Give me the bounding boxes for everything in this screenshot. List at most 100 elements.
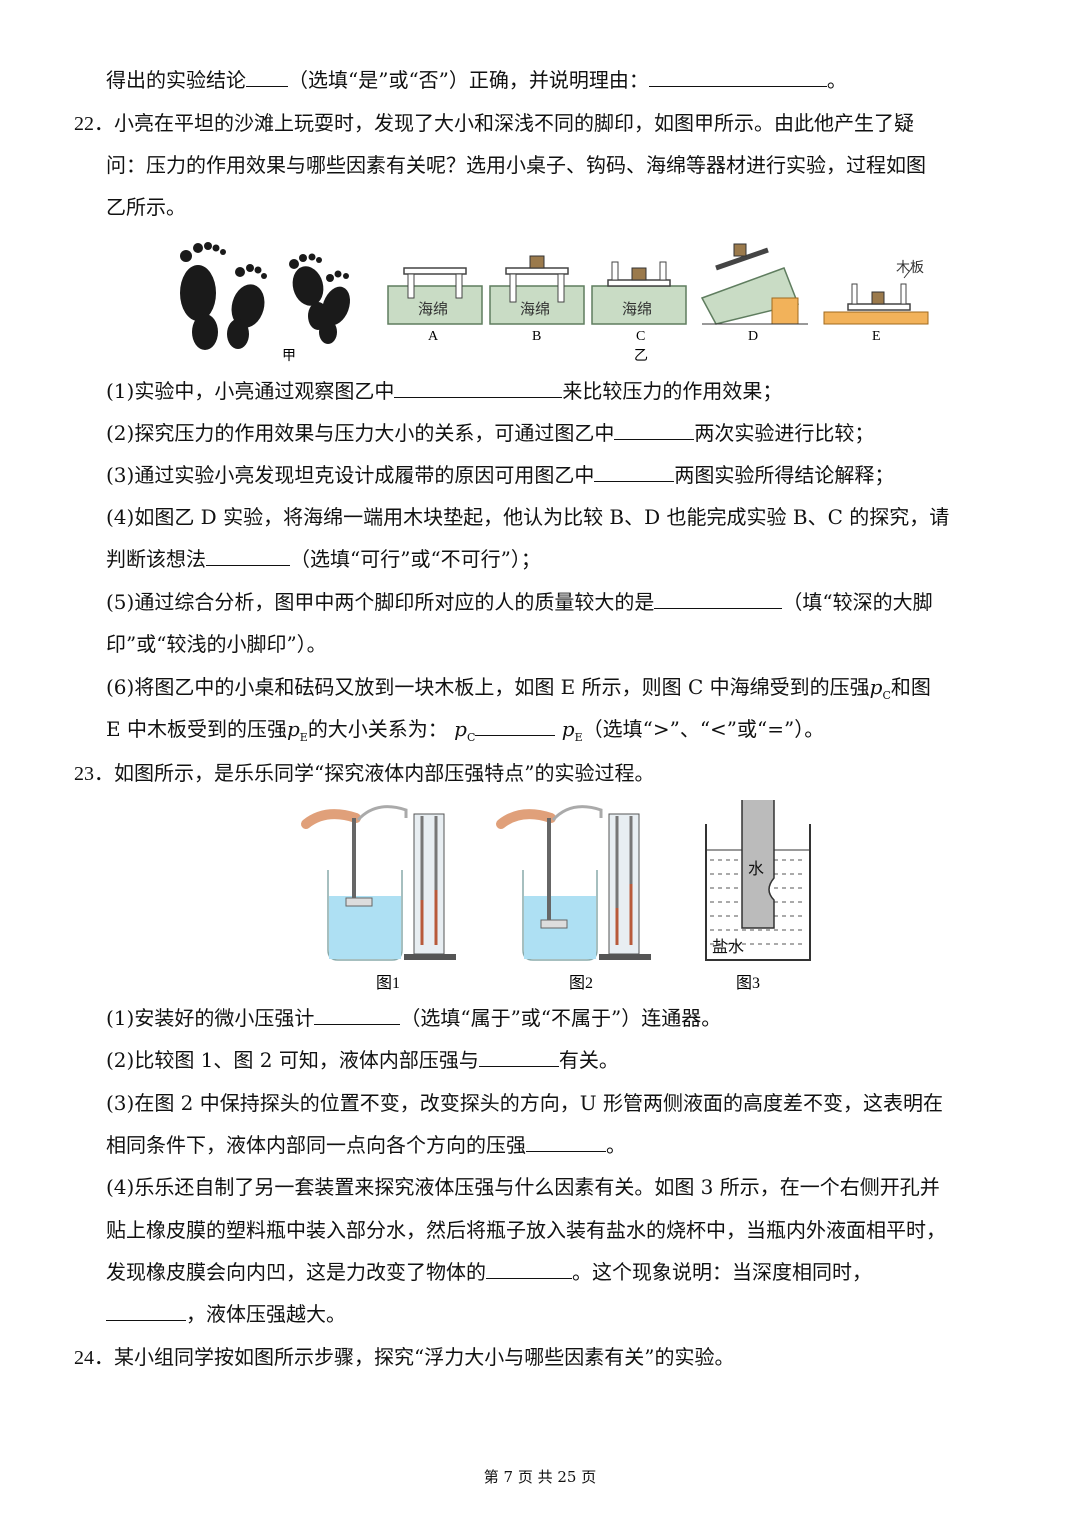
pressure-symbol: p	[454, 717, 467, 741]
q22-part5: (5)通过综合分析，图甲中两个脚印所对应的人的质量较大的是 （填“较深的大脚	[106, 588, 933, 616]
answer-blank[interactable]	[648, 68, 827, 87]
figure-23: 图1 图2 水 盐水 图3	[301, 800, 811, 992]
text: 小亮在平坦的沙滩上玩耍时，发现了大小和深浅不同的脚印，如图甲所示。由此他产生了疑	[114, 111, 914, 135]
text: (1)实验中，小亮通过观察图乙中	[106, 379, 395, 403]
apparatus-3: 水 盐水 图3	[705, 800, 811, 992]
q22-part4: (4)如图乙 D 实验，将海绵一端用木块垫起，他认为比较 B、D 也能完成实验 …	[106, 503, 949, 531]
pressure-symbol: p	[561, 717, 575, 741]
text: 判断该想法	[106, 547, 206, 571]
q23-line-1: 23．如图所示，是乐乐同学“探究液体内部压强特点”的实验过程。	[74, 759, 654, 788]
q23-part2: (2)比较图 1、图 2 可知，液体内部压强与 有关。	[106, 1046, 619, 1074]
text: 乙所示。	[106, 195, 186, 219]
apparatus-1: 图1	[301, 805, 456, 992]
text: 得出的实验结论	[106, 68, 246, 92]
apparatus-2: 图2	[496, 805, 651, 992]
text: (5)通过综合分析，图甲中两个脚印所对应的人的质量较大的是	[106, 590, 655, 614]
subscript: C	[882, 689, 891, 702]
text: （选填“可行”或“不可行”）；	[290, 547, 541, 571]
text: （选填“是”或“否”）正确，并说明理由：	[288, 68, 649, 92]
q23-part4-l4: ，液体压强越大。	[106, 1300, 346, 1328]
setup-d: D	[700, 243, 808, 344]
fig1-caption: 图1	[376, 975, 400, 992]
figure-22: 甲 海绵 A 海绵 B 海绵 C 乙 D	[180, 242, 929, 364]
q22-part3: (3)通过实验小亮发现坦克设计成履带的原因可用图乙中 两图实验所得结论解释；	[106, 461, 894, 489]
label-jia: 甲	[282, 349, 296, 364]
q22-part6: (6)将图乙中的小桌和砝码又放到一块木板上，如图 E 所示，则图 C 中海绵受到…	[106, 673, 931, 710]
answer-blank[interactable]	[106, 1302, 186, 1321]
text: 的大小关系为：	[307, 717, 448, 741]
footprints	[180, 242, 351, 350]
setup-c: 海绵 C 乙	[591, 261, 687, 364]
setup-a: 海绵 A	[387, 267, 483, 344]
q23-part3-cont: 相同条件下，液体内部同一点向各个方向的压强 。	[106, 1131, 626, 1159]
text: ，液体压强越大。	[186, 1302, 346, 1326]
fig3-caption: 图3	[736, 975, 760, 992]
text: （填“较深的大脚	[782, 590, 933, 614]
answer-blank[interactable]	[486, 1260, 572, 1279]
q24-line-1: 24．某小组同学按如图所示步骤，探究“浮力大小与哪些因素有关”的实验。	[74, 1343, 734, 1372]
page-footer: 第 7 页 共 25 页	[483, 1468, 597, 1486]
q22-line-2: 问：压力的作用效果与哪些因素有关呢？选用小桌子、钩码、海绵等器材进行实验，过程如…	[106, 151, 926, 179]
q22-part2: (2)探究压力的作用效果与压力大小的关系，可通过图乙中 两次实验进行比较；	[106, 419, 874, 447]
sponge-label: 海绵	[520, 300, 550, 318]
text: 两图实验所得结论解释；	[674, 463, 895, 487]
answer-blank[interactable]	[594, 463, 675, 482]
text: (3)通过实验小亮发现坦克设计成履带的原因可用图乙中	[106, 463, 595, 487]
text: 。这个现象说明：当深度相同时，	[572, 1260, 872, 1284]
text: 贴上橡皮膜的塑料瓶中装入部分水，然后将瓶子放入装有盐水的烧杯中，当瓶内外液面相平…	[106, 1218, 946, 1242]
text: (6)将图乙中的小桌和砝码又放到一块木板上，如图 E 所示，则图 C 中海绵受到…	[106, 675, 870, 699]
answer-blank[interactable]	[314, 1006, 401, 1025]
answer-blank[interactable]	[526, 1133, 606, 1152]
label-c: C	[636, 329, 645, 344]
answer-blank[interactable]	[614, 421, 695, 440]
text: 如图所示，是乐乐同学“探究液体内部压强特点”的实验过程。	[114, 761, 655, 785]
subscript: E	[299, 731, 308, 744]
answer-blank[interactable]	[475, 717, 556, 736]
answer-blank[interactable]	[478, 1048, 559, 1067]
sponge-label: 海绵	[622, 300, 652, 318]
setup-b: 海绵 B	[489, 255, 585, 344]
label-e: E	[872, 329, 881, 344]
text: （选填“属于”或“不属于”）连通器。	[400, 1006, 722, 1030]
text: (1)安装好的微小压强计	[106, 1006, 315, 1030]
text: E 中木板受到的压强	[106, 717, 287, 741]
answer-blank[interactable]	[394, 379, 563, 398]
q22-part5-cont: 印”或“较浅的小脚印”）。	[106, 630, 327, 658]
q22-part4-cont: 判断该想法 （选填“可行”或“不可行”）；	[106, 545, 541, 573]
sponge-label: 海绵	[418, 300, 448, 318]
text: 问：压力的作用效果与哪些因素有关呢？选用小桌子、钩码、海绵等器材进行实验，过程如…	[106, 153, 926, 177]
text: 印”或“较浅的小脚印”）。	[106, 632, 327, 656]
fig2-caption: 图2	[569, 975, 593, 992]
text: 相同条件下，液体内部同一点向各个方向的压强	[106, 1133, 526, 1157]
text: 来比较压力的作用效果；	[562, 379, 783, 403]
water-label: 水	[748, 859, 764, 878]
subscript: C	[466, 731, 476, 744]
answer-blank[interactable]	[206, 547, 290, 566]
text: 。	[606, 1133, 626, 1157]
text: 有关。	[558, 1048, 619, 1072]
answer-blank[interactable]	[246, 68, 288, 87]
text: (2)比较图 1、图 2 可知，液体内部压强与	[106, 1048, 479, 1072]
label-yi: 乙	[634, 348, 648, 364]
subscript: E	[574, 731, 583, 744]
text: （选填“>”、“<”或“=”）。	[582, 717, 825, 741]
q22-line-1: 22．小亮在平坦的沙滩上玩耍时，发现了大小和深浅不同的脚印，如图甲所示。由此他产…	[74, 109, 914, 138]
q22-line-3: 乙所示。	[106, 193, 186, 221]
q22-part6-cont: E 中木板受到的压强pE的大小关系为： pC pE（选填“>”、“<”或“=”）…	[106, 715, 824, 752]
line-0: 得出的实验结论（选填“是”或“否”）正确，并说明理由：。	[106, 66, 847, 94]
answer-blank[interactable]	[654, 590, 783, 609]
text: (4)乐乐还自制了另一套装置来探究液体压强与什么因素有关。如图 3 所示，在一个…	[106, 1175, 940, 1199]
text: (4)如图乙 D 实验，将海绵一端用木块垫起，他认为比较 B、D 也能完成实验 …	[106, 505, 950, 529]
q23-part1: (1)安装好的微小压强计 （选填“属于”或“不属于”）连通器。	[106, 1004, 721, 1032]
q23-part4-l2: 贴上橡皮膜的塑料瓶中装入部分水，然后将瓶子放入装有盐水的烧杯中，当瓶内外液面相平…	[106, 1216, 946, 1244]
board-label: 木板	[896, 260, 924, 276]
text: (3)在图 2 中保持探头的位置不变，改变探头的方向，U 形管两侧液面的高度差不…	[106, 1091, 943, 1115]
text: (2)探究压力的作用效果与压力大小的关系，可通过图乙中	[106, 421, 615, 445]
text: 发现橡皮膜会向内凹，这是力改变了物体的	[106, 1260, 486, 1284]
label-a: A	[428, 329, 439, 344]
q23-part4: (4)乐乐还自制了另一套装置来探究液体压强与什么因素有关。如图 3 所示，在一个…	[106, 1173, 940, 1201]
q22-part1: (1)实验中，小亮通过观察图乙中 来比较压力的作用效果；	[106, 377, 782, 405]
text: 两次实验进行比较；	[694, 421, 875, 445]
q23-part4-l3: 发现橡皮膜会向内凹，这是力改变了物体的 。这个现象说明：当深度相同时，	[106, 1258, 872, 1286]
brine-label: 盐水	[712, 937, 744, 956]
